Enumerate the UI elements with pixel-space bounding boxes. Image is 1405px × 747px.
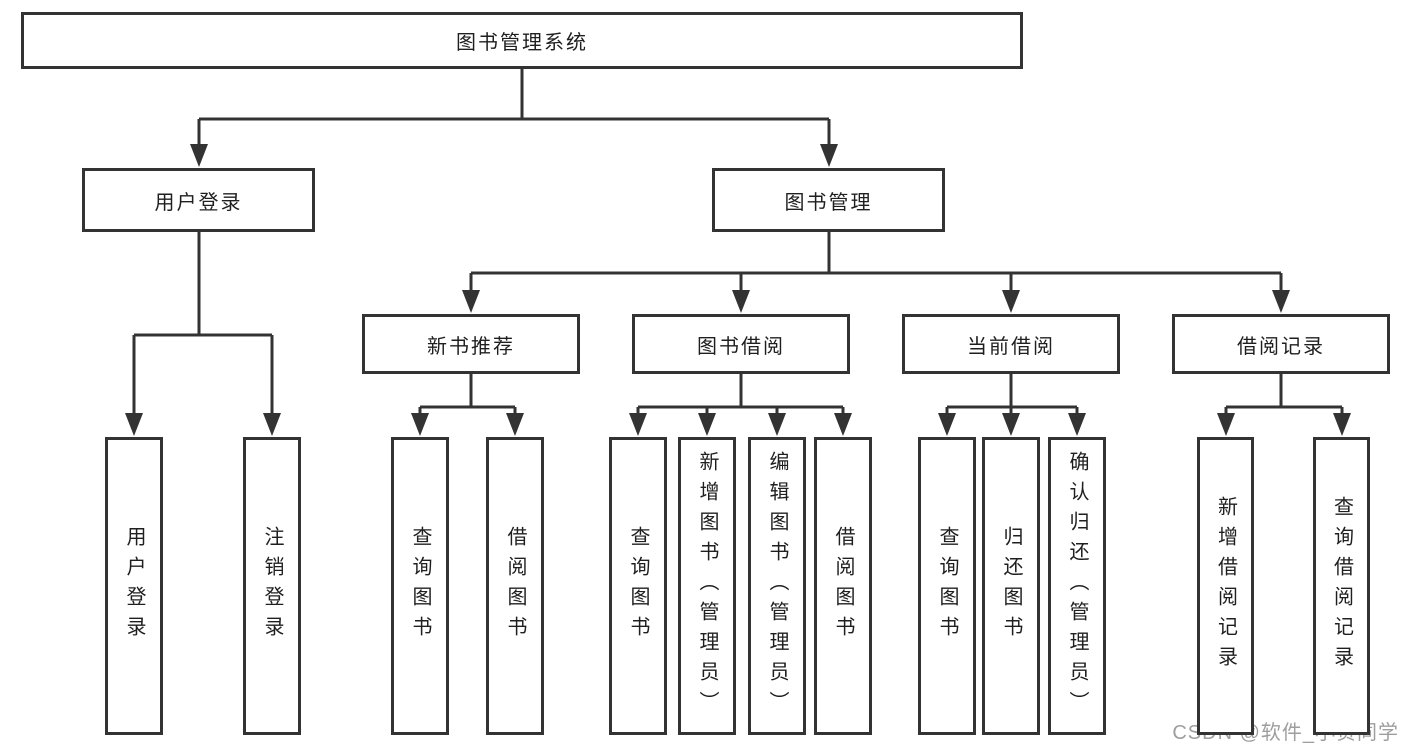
node-label-leaf-logout: 注销登录	[261, 526, 283, 646]
node-leaf-add-books-admin: 新增图书（管理员）	[678, 437, 736, 735]
arrowhead-icon	[834, 413, 852, 436]
node-label-current-borrowing: 当前借阅	[967, 335, 1055, 358]
arrowhead-icon	[768, 413, 786, 436]
node-leaf-borrow-books-recommend: 借阅图书	[486, 437, 544, 735]
node-leaf-confirm-return-admin: 确认归还（管理员）	[1048, 437, 1106, 735]
arrowhead-icon	[820, 144, 838, 167]
node-leaf-query-books-recommend: 查询图书	[391, 437, 449, 735]
node-label-leaf-borrow-books: 借阅图书	[832, 526, 854, 646]
node-label-leaf-add-books-admin: 新增图书（管理员）	[696, 451, 718, 721]
node-label-leaf-user-login: 用户登录	[123, 526, 145, 646]
arrowhead-icon	[462, 290, 480, 313]
node-label-root: 图书管理系统	[456, 32, 588, 54]
arrowhead-icon	[629, 413, 647, 436]
arrowhead-icon	[263, 413, 281, 436]
node-label-borrowing-records: 借阅记录	[1237, 335, 1325, 358]
node-leaf-logout: 注销登录	[243, 437, 301, 735]
node-label-leaf-return-books: 归还图书	[1000, 526, 1022, 646]
node-label-leaf-add-borrow-record: 新增借阅记录	[1214, 496, 1237, 676]
node-current-borrowing: 当前借阅	[902, 314, 1120, 374]
arrowhead-icon	[698, 413, 716, 436]
node-label-leaf-query-books-borrow: 查询图书	[627, 526, 649, 646]
node-label-leaf-query-books-current: 查询图书	[936, 526, 958, 646]
node-book-borrowing: 图书借阅	[632, 314, 850, 374]
arrowhead-icon	[411, 413, 429, 436]
node-label-book-borrowing: 图书借阅	[697, 335, 785, 358]
node-leaf-user-login: 用户登录	[105, 437, 163, 735]
arrowhead-icon	[1002, 413, 1020, 436]
node-leaf-borrow-books: 借阅图书	[814, 437, 872, 735]
arrowhead-icon	[1068, 413, 1086, 436]
arrowhead-icon	[125, 413, 143, 436]
node-root: 图书管理系统	[21, 12, 1023, 69]
arrowhead-icon	[1002, 290, 1020, 313]
node-label-new-book-recommend: 新书推荐	[427, 335, 515, 358]
node-label-leaf-query-books-recommend: 查询图书	[409, 526, 431, 646]
node-label-leaf-borrow-books-recommend: 借阅图书	[504, 526, 526, 646]
connector-path	[132, 69, 1344, 428]
node-user-login: 用户登录	[82, 168, 315, 232]
arrowhead-icon	[506, 413, 524, 436]
node-label-book-management: 图书管理	[784, 191, 873, 214]
node-leaf-add-borrow-record: 新增借阅记录	[1197, 437, 1254, 735]
arrowhead-icon	[732, 290, 750, 313]
node-label-leaf-edit-books-admin: 编辑图书（管理员）	[766, 451, 788, 721]
arrowhead-icon	[1333, 413, 1351, 436]
node-label-user-login: 用户登录	[154, 191, 243, 214]
node-label-leaf-confirm-return-admin: 确认归还（管理员）	[1066, 451, 1088, 721]
node-book-management: 图书管理	[712, 168, 945, 232]
node-new-book-recommend: 新书推荐	[362, 314, 580, 374]
node-borrowing-records: 借阅记录	[1172, 314, 1390, 374]
arrowhead-icon	[1272, 290, 1290, 313]
node-leaf-edit-books-admin: 编辑图书（管理员）	[748, 437, 806, 735]
arrowhead-icon	[938, 413, 956, 436]
arrowhead-icon	[1217, 413, 1235, 436]
node-label-leaf-query-borrow-record: 查询借阅记录	[1330, 496, 1353, 676]
node-leaf-query-borrow-record: 查询借阅记录	[1313, 437, 1370, 735]
node-leaf-query-books-current: 查询图书	[918, 437, 976, 735]
node-leaf-query-books-borrow: 查询图书	[609, 437, 667, 735]
arrowhead-icon	[190, 144, 208, 167]
node-leaf-return-books: 归还图书	[982, 437, 1040, 735]
